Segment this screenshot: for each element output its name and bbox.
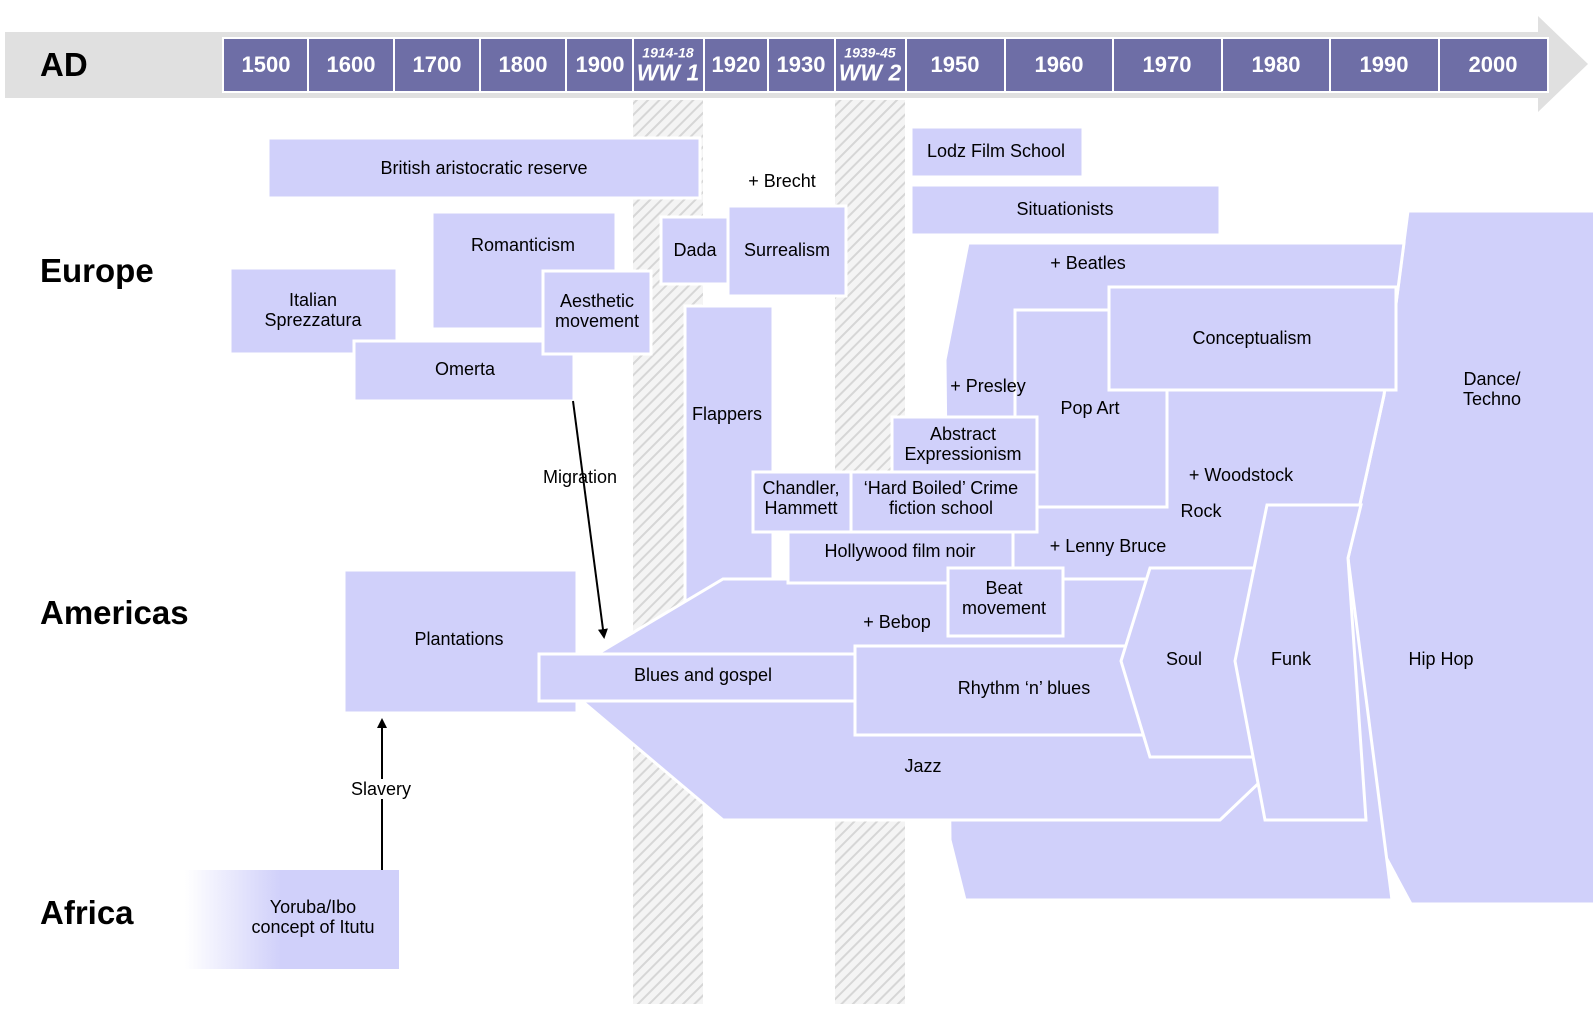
label-abstract-expressionism: Abstract Expressionism <box>904 424 1022 464</box>
era-cells <box>222 37 1549 93</box>
war-ww1-name: WW 1 <box>636 59 700 86</box>
box-lodz-film-school <box>909 125 1085 179</box>
label-funk: Funk <box>1270 649 1312 669</box>
era-1960: 1960 <box>1034 52 1084 77</box>
label-hollywood-film-noir: Hollywood film noir <box>824 541 976 561</box>
war-ww1: 1914-18 WW 1 <box>636 44 700 86</box>
box-conceptualism <box>1107 285 1398 392</box>
box-rhythm-n-blues <box>853 644 1147 737</box>
box-situationists <box>909 183 1222 237</box>
label-blues-and-gospel: Blues and gospel <box>633 665 773 685</box>
label-rock: Rock <box>1180 501 1222 521</box>
label-hard-boiled: ‘Hard Boiled’ Crime fiction school <box>863 478 1019 518</box>
box-dada <box>659 215 731 286</box>
label-pop-art: Pop Art <box>1060 398 1120 418</box>
era-1500: 1500 <box>241 52 291 77</box>
box-omerta <box>352 339 576 403</box>
box-british-aristocratic-reserve <box>266 136 702 200</box>
box-surrealism <box>726 204 848 298</box>
label-lodz-film-school: Lodz Film School <box>926 141 1066 161</box>
era-axis-label: AD <box>40 46 88 83</box>
war-ww2-name: WW 2 <box>838 59 902 86</box>
label-omerta: Omerta <box>434 359 496 379</box>
era-1980: 1980 <box>1251 52 1301 77</box>
label-italian-sprezzatura: Italian Sprezzatura <box>264 290 362 330</box>
box-chandler-hammett <box>751 470 853 534</box>
era-1990: 1990 <box>1359 52 1409 77</box>
label-aesthetic-movement: Aesthetic movement <box>554 291 640 331</box>
box-beat-movement <box>946 566 1065 638</box>
era-1600: 1600 <box>326 52 376 77</box>
label-slavery: Slavery <box>348 779 414 799</box>
box-hard-boiled <box>849 470 1039 534</box>
label-conceptualism: Conceptualism <box>1192 328 1312 348</box>
box-flappers <box>683 304 775 618</box>
label-beatles: + Beatles <box>1050 253 1126 273</box>
label-lenny-bruce: + Lenny Bruce <box>1049 536 1167 556</box>
box-funk <box>1233 503 1368 822</box>
era-1930: 1930 <box>776 52 826 77</box>
label-plantations: Plantations <box>414 629 504 649</box>
era-1700: 1700 <box>412 52 462 77</box>
box-aesthetic-movement <box>541 269 653 356</box>
label-migration: Migration <box>542 467 618 487</box>
label-romanticism: Romanticism <box>470 235 576 255</box>
region-africa: Africa <box>40 894 134 931</box>
label-bebop: + Bebop <box>863 612 931 632</box>
label-soul: Soul <box>1165 649 1203 669</box>
war-ww2-dates: 1939-45 <box>844 44 896 61</box>
box-yoruba-ibo <box>185 870 399 969</box>
era-1800: 1800 <box>498 52 548 77</box>
label-dada: Dada <box>673 240 717 260</box>
label-beat-movement: Beat movement <box>961 578 1047 618</box>
era-1920: 1920 <box>711 52 761 77</box>
label-jazz: Jazz <box>904 756 942 776</box>
label-chandler-hammett: Chandler, Hammett <box>762 478 840 518</box>
label-presley: + Presley <box>950 376 1026 396</box>
label-woodstock: + Woodstock <box>1188 465 1294 485</box>
era-2000: 2000 <box>1468 52 1518 77</box>
label-british-aristocratic-reserve: British aristocratic reserve <box>380 158 588 178</box>
era-1900: 1900 <box>575 52 625 77</box>
label-flappers: Flappers <box>691 404 763 424</box>
label-situationists: Situationists <box>1016 199 1114 219</box>
label-rhythm-n-blues: Rhythm ‘n’ blues <box>957 678 1091 698</box>
war-ww1-dates: 1914-18 <box>642 44 694 61</box>
box-blues-and-gospel <box>537 652 861 703</box>
war-ww2: 1939-45 WW 2 <box>838 44 902 86</box>
region-europe: Europe <box>40 252 154 289</box>
label-surrealism: Surrealism <box>743 240 831 260</box>
label-dance-techno: Dance/ Techno <box>1462 369 1522 409</box>
label-hip-hop: Hip Hop <box>1408 649 1474 669</box>
label-brecht: + Brecht <box>748 171 816 191</box>
migration-arrow <box>572 400 608 639</box>
era-1970: 1970 <box>1142 52 1192 77</box>
label-yoruba-ibo: Yoruba/Ibo concept of Itutu <box>251 897 375 937</box>
era-1950: 1950 <box>930 52 980 77</box>
region-americas: Americas <box>40 594 189 631</box>
